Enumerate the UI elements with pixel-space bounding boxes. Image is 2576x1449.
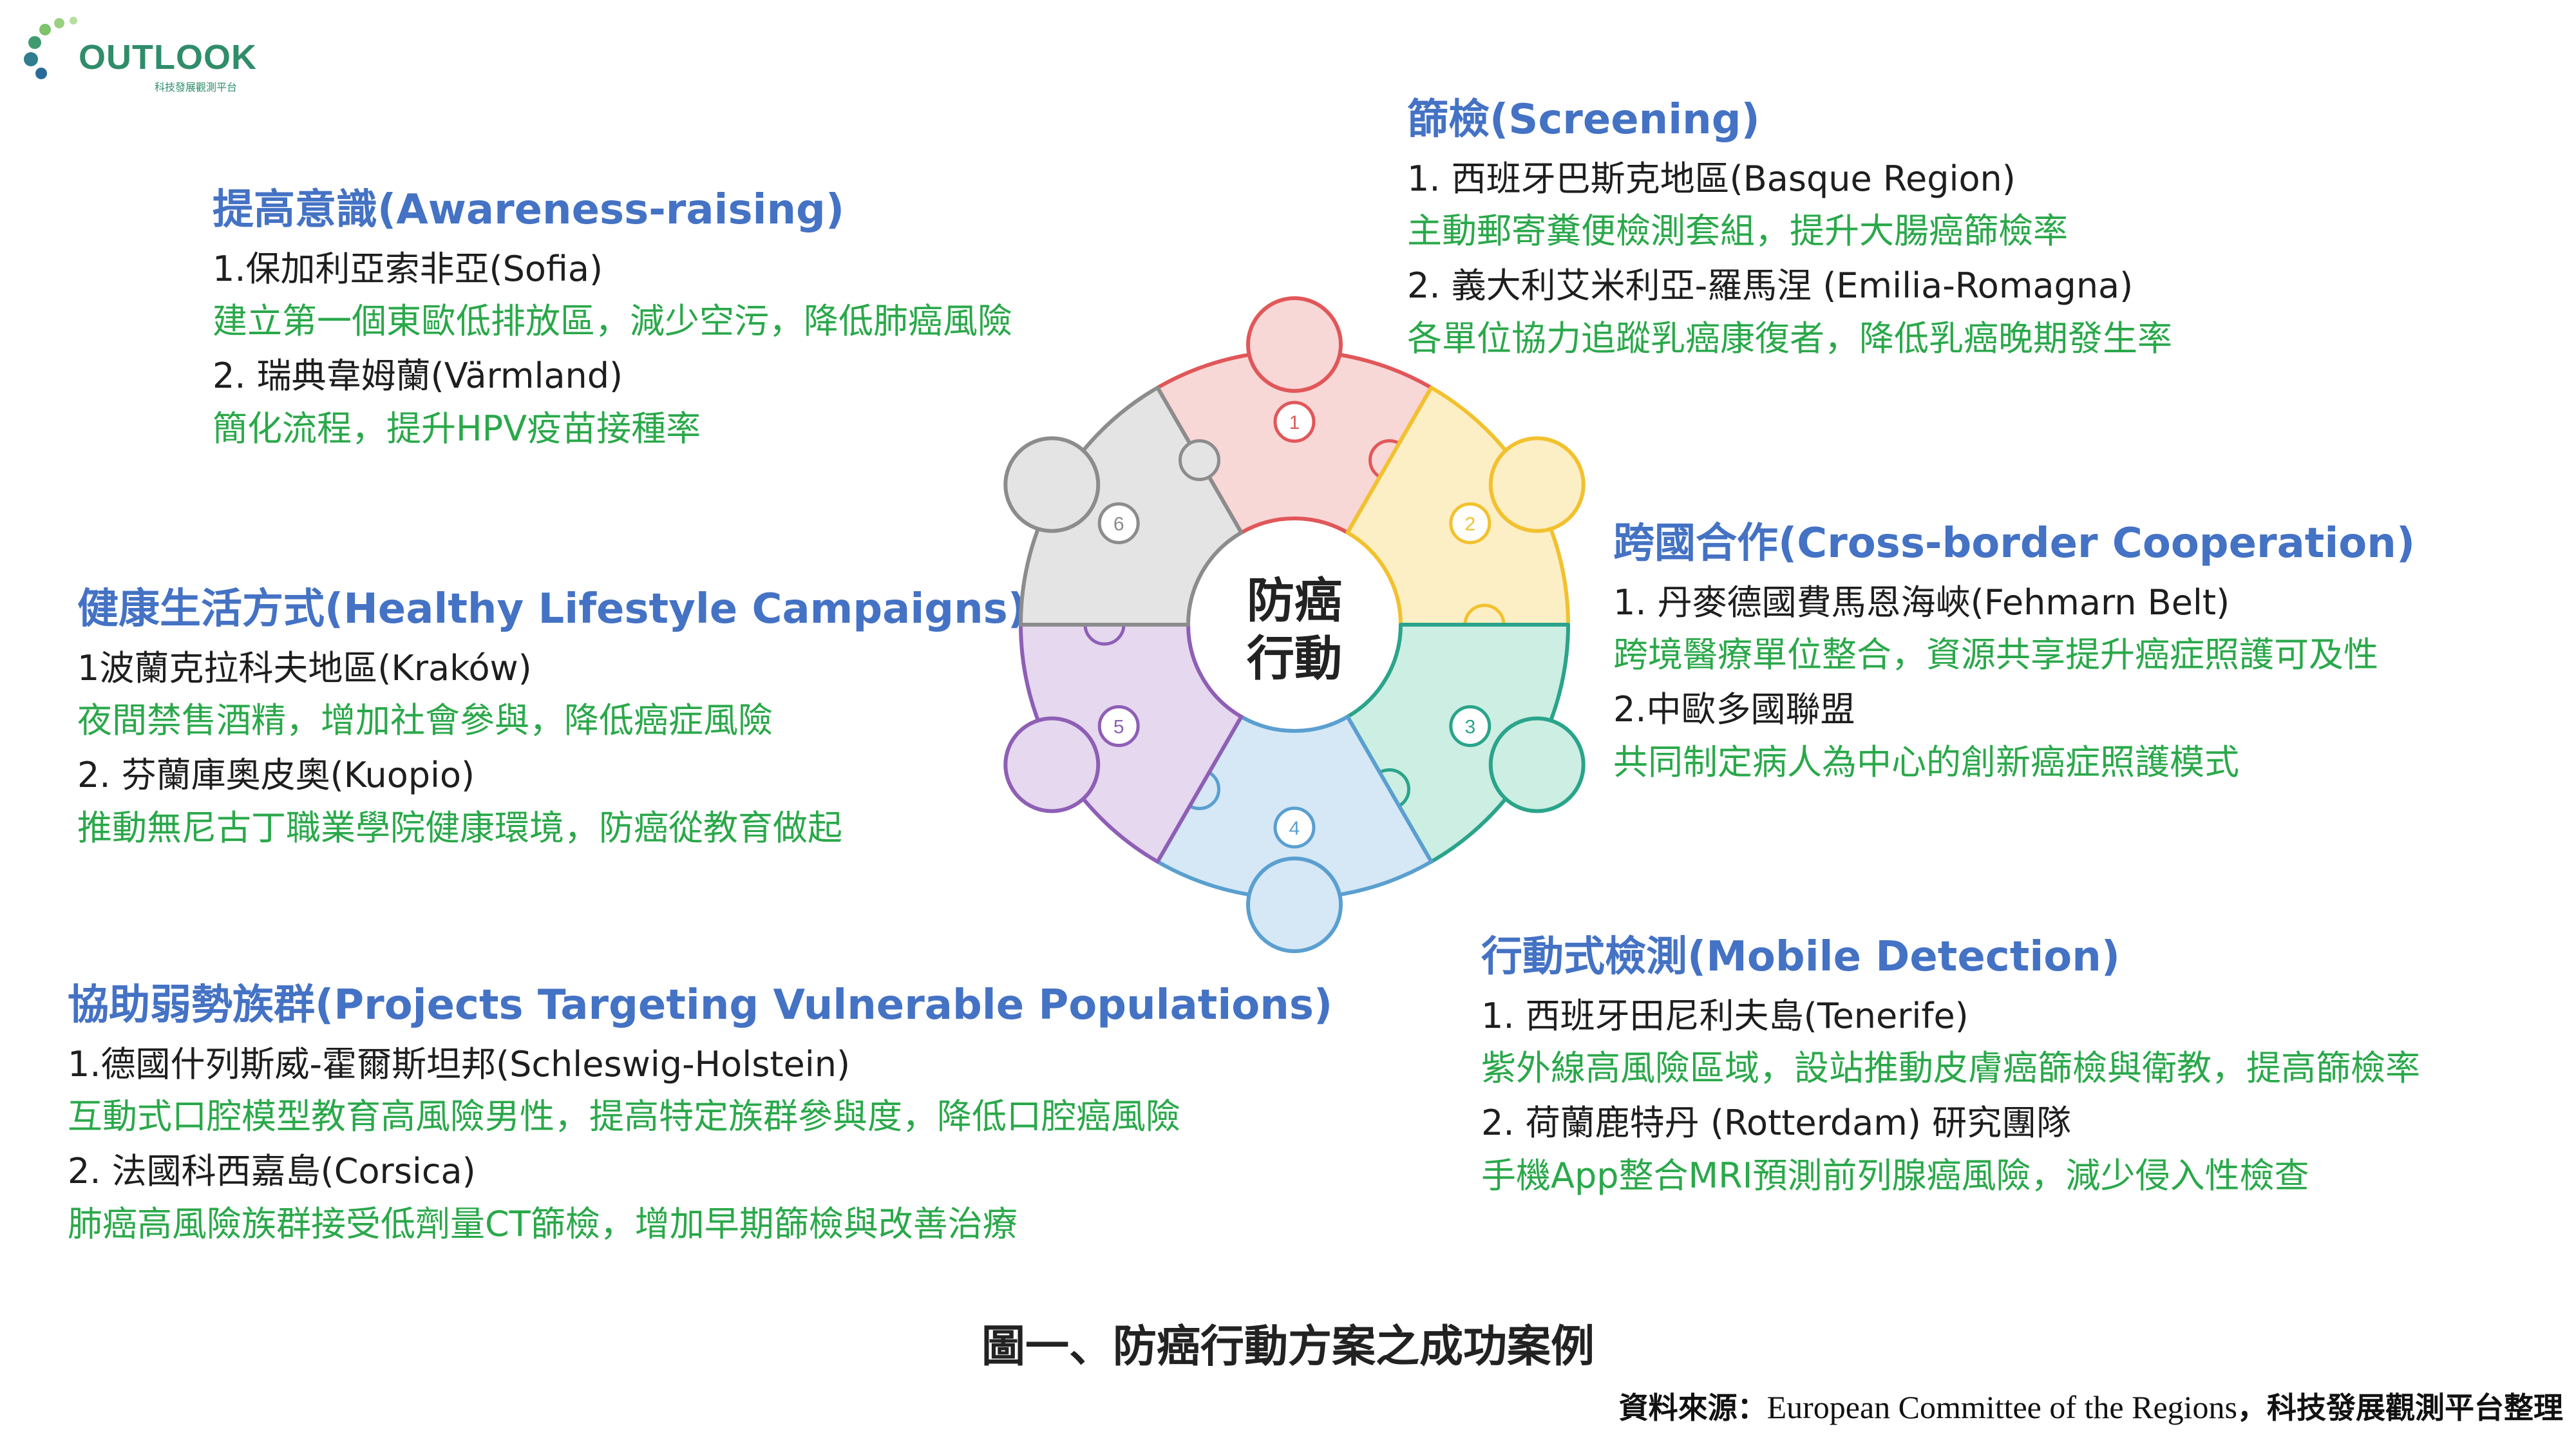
outlook-logo: OUTLOOK 科技發展觀測平台: [19, 13, 256, 93]
segment-3: 3: [1345, 623, 1586, 864]
awareness-item-2: 2. 瑞典韋姆蘭(Värmland): [213, 355, 623, 397]
source-label: 資料來源：: [1618, 1390, 1767, 1425]
logo-dots-icon: [24, 17, 77, 79]
segment-number: 2: [1464, 514, 1475, 535]
crossborder-item-2: 2.中歐多國聯盟: [1613, 689, 1855, 730]
crossborder-desc-2: 共同制定病人為中心的創新癌症照護模式: [1613, 741, 2239, 782]
center-label-line1: 防癌: [1247, 573, 1342, 629]
segment-number-badge: [1097, 502, 1140, 544]
segment-number: 3: [1464, 717, 1475, 738]
crossborder-desc-1: 跨境醫療單位整合，資源共享提升癌症照護可及性: [1613, 634, 2378, 675]
source-note: 資料來源：European Committee of the Regions，科…: [1619, 1385, 2563, 1427]
segment-number-badge: [1449, 502, 1492, 544]
screening-desc-1: 主動郵寄糞便檢測套組，提升大腸癌篩檢率: [1407, 210, 2068, 251]
screening-heading: 篩檢(Screening): [1407, 96, 1760, 144]
mobile-desc-1: 紫外線高風險區域，設站推動皮膚癌篩檢與衛教，提高篩檢率: [1481, 1047, 2420, 1088]
crossborder-heading: 跨國合作(Cross-border Cooperation): [1613, 520, 2416, 567]
section-vulnerable: 協助弱勢族群(Projects Targeting Vulnerable Pop…: [68, 981, 1333, 1260]
mobile-desc-2: 手機App整合MRI預測前列腺癌風險，減少侵入性檢查: [1481, 1155, 2309, 1196]
mobile-item-1: 1. 西班牙田尼利夫島(Tenerife): [1481, 995, 1969, 1036]
vulnerable-item-2: 2. 法國科西嘉島(Corsica): [68, 1151, 476, 1192]
puzzle-tab-4: [1246, 857, 1343, 953]
segment-number-badge: [1449, 705, 1492, 747]
logo-subtitle: 科技發展觀測平台: [155, 81, 238, 93]
puzzle-tab-2: [1488, 436, 1586, 533]
mobile-heading: 行動式檢測(Mobile Detection): [1481, 933, 2121, 981]
awareness-heading: 提高意識(Awareness-raising): [213, 186, 845, 234]
mobile-item-2: 2. 荷蘭鹿特丹 (Rotterdam) 研究團隊: [1481, 1103, 2072, 1144]
puzzle-tab-5: [1003, 716, 1101, 813]
center-label-line2: 行動: [1247, 631, 1342, 687]
section-screening: 篩檢(Screening) 1. 西班牙巴斯克地區(Basque Region)…: [1407, 96, 2172, 374]
vulnerable-heading: 協助弱勢族群(Projects Targeting Vulnerable Pop…: [68, 981, 1333, 1029]
segment-number: 5: [1113, 717, 1124, 738]
segment-1: 1: [1155, 296, 1434, 535]
vulnerable-item-1: 1.德國什列斯威-霍爾斯坦邦(Schleswig-Holstein): [68, 1043, 851, 1084]
puzzle-tab-6: [1003, 436, 1101, 533]
segment-number-badge: [1273, 401, 1316, 443]
center-disc: [1193, 524, 1396, 726]
segment-number: 1: [1289, 412, 1300, 433]
segment-number: 4: [1289, 818, 1300, 839]
healthy-heading: 健康生活方式(Healthy Lifestyle Campaigns): [77, 585, 1027, 633]
puzzle-tab-3: [1488, 716, 1586, 813]
section-crossborder: 跨國合作(Cross-border Cooperation) 1. 丹麥德國費馬…: [1613, 520, 2415, 798]
awareness-desc-2: 簡化流程，提升HPV疫苗接種率: [213, 408, 701, 449]
healthy-item-1: 1波蘭克拉科夫地區(Kraków): [77, 647, 532, 688]
awareness-desc-1: 建立第一個東歐低排放區，減少空污，降低肺癌風險: [213, 300, 1012, 341]
crossborder-item-1: 1. 丹麥德國費馬恩海峽(Fehmarn Belt): [1613, 582, 2230, 623]
source-text: European Committee of the Regions: [1766, 1389, 2237, 1425]
figure-caption: 圖一、防癌行動方案之成功案例: [981, 1321, 1595, 1372]
screening-item-1: 1. 西班牙巴斯克地區(Basque Region): [1407, 158, 2016, 199]
screening-desc-2: 各單位協力追蹤乳癌康復者，降低乳癌晚期發生率: [1407, 317, 2172, 359]
source-suffix: ，科技發展觀測平台整理: [2237, 1390, 2563, 1425]
screening-item-2: 2. 義大利艾米利亞-羅馬涅 (Emilia-Romagna): [1407, 265, 2134, 307]
section-awareness: 提高意識(Awareness-raising) 1.保加利亞索非亞(Sofia)…: [213, 186, 1012, 464]
logo-text: OUTLOOK: [79, 38, 257, 77]
healthy-desc-2: 推動無尼古丁職業學院健康環境，防癌從教育做起: [77, 807, 842, 848]
awareness-item-1: 1.保加利亞索非亞(Sofia): [213, 248, 603, 289]
section-mobile: 行動式檢測(Mobile Detection) 1. 西班牙田尼利夫島(Tene…: [1481, 933, 2420, 1211]
segment-number: 6: [1113, 514, 1124, 535]
section-healthy: 健康生活方式(Healthy Lifestyle Campaigns) 1波蘭克…: [77, 585, 1027, 864]
puzzle-tab-1: [1246, 296, 1343, 393]
vulnerable-desc-1: 互動式口腔模型教育高風險男性，提高特定族群參與度，降低口腔癌風險: [68, 1095, 1180, 1137]
segment-6: 6: [1003, 385, 1244, 627]
vulnerable-desc-2: 肺癌高風險族群接受低劑量CT篩檢，增加早期篩檢與改善治療: [68, 1203, 1018, 1244]
puzzle-diagram: 1 2 3 4 5 6 防癌行動: [1003, 296, 1586, 953]
healthy-item-2: 2. 芬蘭庫奧皮奧(Kuopio): [77, 755, 475, 796]
healthy-desc-1: 夜間禁售酒精，增加社會參與，降低癌症風險: [77, 699, 773, 741]
segment-number-badge: [1097, 705, 1140, 747]
segment-number-badge: [1273, 806, 1316, 849]
